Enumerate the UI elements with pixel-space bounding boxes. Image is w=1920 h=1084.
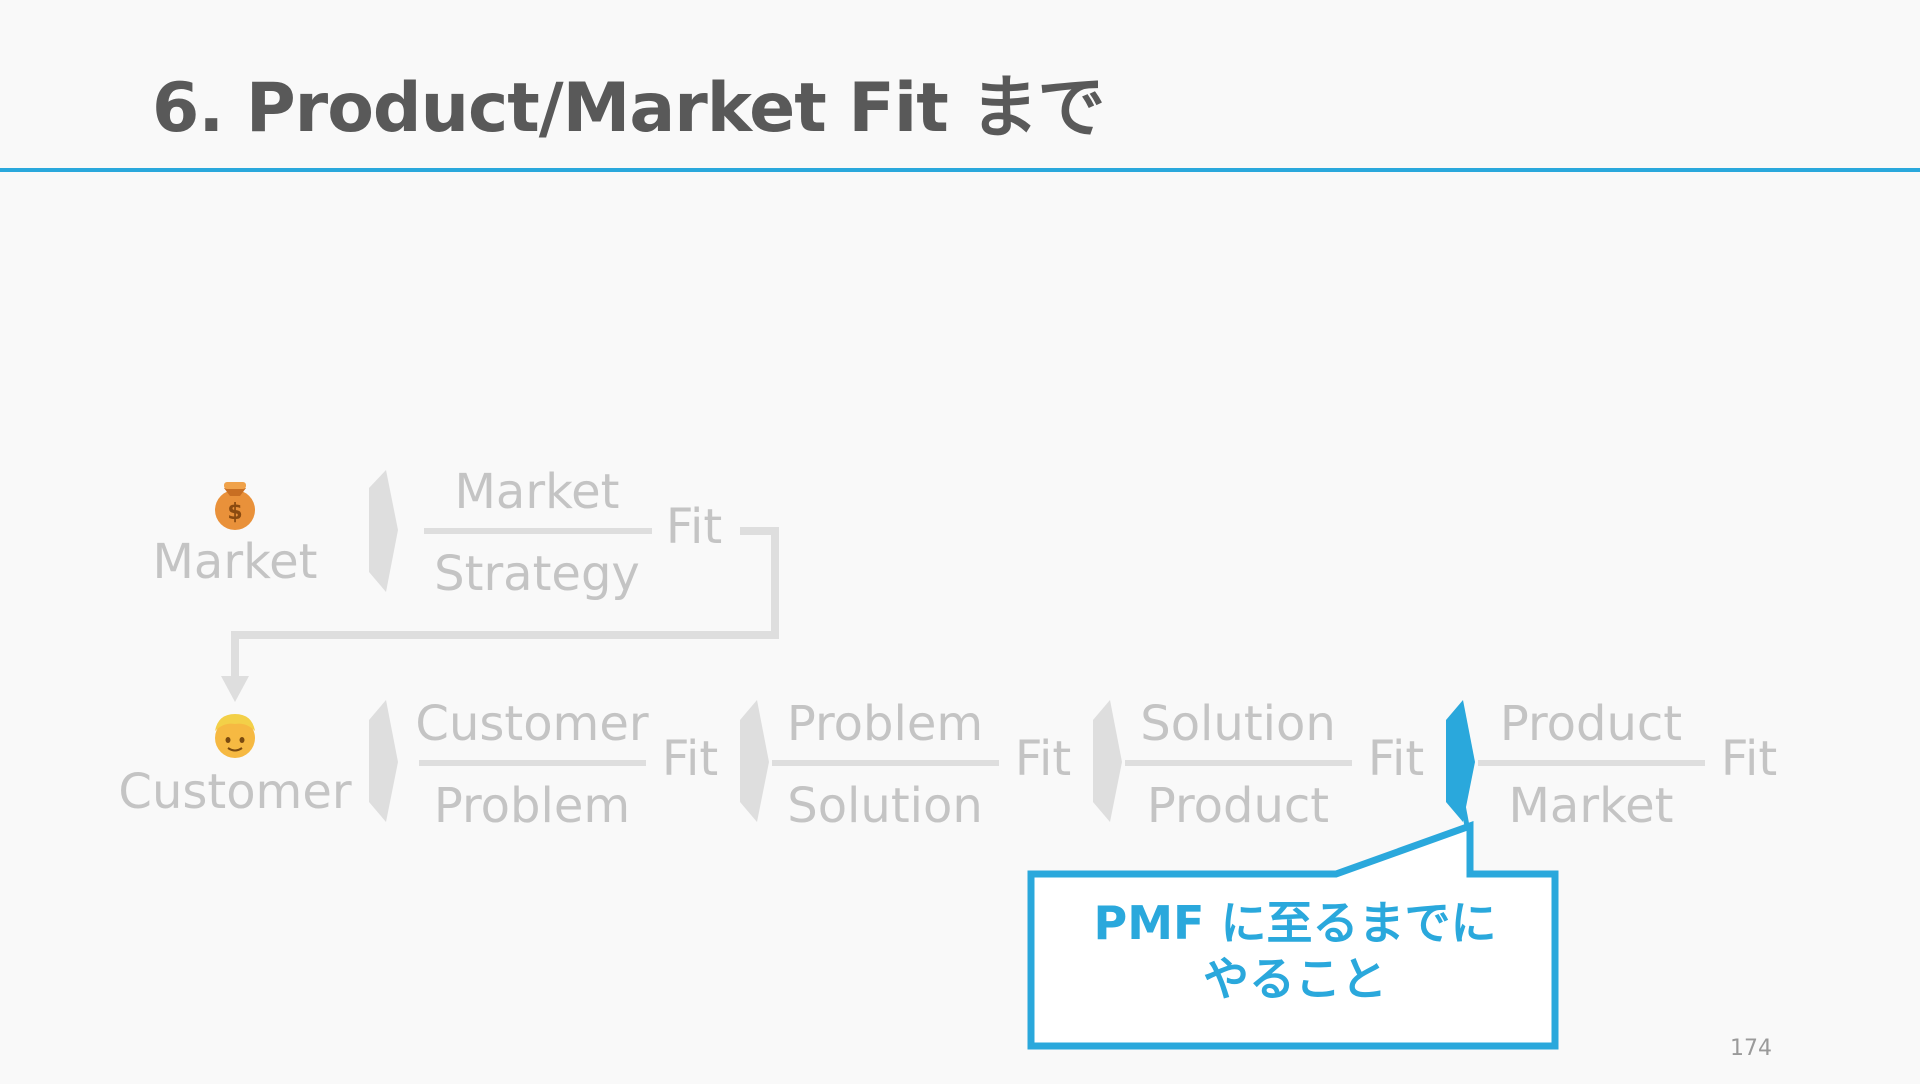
market-chevron-arrow — [369, 470, 398, 592]
page-number: 174 — [1730, 1036, 1772, 1061]
customer-chevron-arrow — [369, 700, 398, 822]
solution-chevron-arrow — [1093, 700, 1122, 822]
money-bag-icon: $ — [215, 482, 255, 530]
product-chevron-arrow — [1446, 700, 1475, 822]
step-fit-label: Fit — [1721, 731, 1777, 787]
step-fraction-bar — [1125, 760, 1352, 766]
market-fraction-top: Market — [455, 464, 620, 520]
title-divider — [0, 168, 1920, 172]
market-fit-label: Fit — [666, 499, 722, 555]
market-strategy-fraction: Market Strategy Fit — [424, 464, 722, 602]
product-market-fraction: Product Market Fit — [1478, 696, 1777, 834]
callout-line-1: PMF に至るまでに — [1093, 896, 1497, 950]
svg-text:$: $ — [227, 500, 242, 525]
market-fraction-bar — [424, 528, 652, 534]
step-top-label: Problem — [787, 696, 983, 752]
customer-icon-group: Customer — [118, 714, 352, 820]
step-fit-label: Fit — [1368, 731, 1424, 787]
market-icon-group: $ Market — [153, 482, 318, 590]
callout-pointer — [1460, 804, 1470, 827]
step-top-label: Solution — [1140, 696, 1336, 752]
market-fraction-bottom: Strategy — [434, 546, 640, 602]
callout-bubble — [1027, 821, 1559, 1050]
problem-chevron-arrow — [740, 700, 769, 822]
connector-arrowhead — [221, 676, 249, 702]
step-bottom-label: Market — [1509, 778, 1674, 834]
step-fraction-bar — [772, 760, 999, 766]
solution-product-fraction: Solution Product Fit — [1125, 696, 1424, 834]
step-top-label: Customer — [415, 696, 648, 752]
customer-problem-fraction: Customer Problem Fit — [415, 696, 718, 834]
step-fraction-bar — [419, 760, 646, 766]
slide-title: 6. Product/Market Fit まで — [152, 69, 1105, 148]
step-fit-label: Fit — [1015, 731, 1071, 787]
customer-label: Customer — [118, 764, 351, 820]
step-fit-label: Fit — [662, 731, 718, 787]
person-icon — [215, 714, 255, 758]
problem-solution-fraction: Problem Solution Fit — [772, 696, 1071, 834]
step-bottom-label: Problem — [434, 778, 630, 834]
step-bottom-label: Solution — [787, 778, 983, 834]
step-fraction-bar — [1478, 760, 1705, 766]
market-label: Market — [153, 534, 318, 590]
step-top-label: Product — [1500, 696, 1682, 752]
connector-line — [231, 527, 779, 680]
callout-line-2: やること — [1203, 952, 1387, 1006]
callout-text: PMF に至るまでに やること — [1035, 895, 1555, 1007]
step-bottom-label: Product — [1147, 778, 1329, 834]
